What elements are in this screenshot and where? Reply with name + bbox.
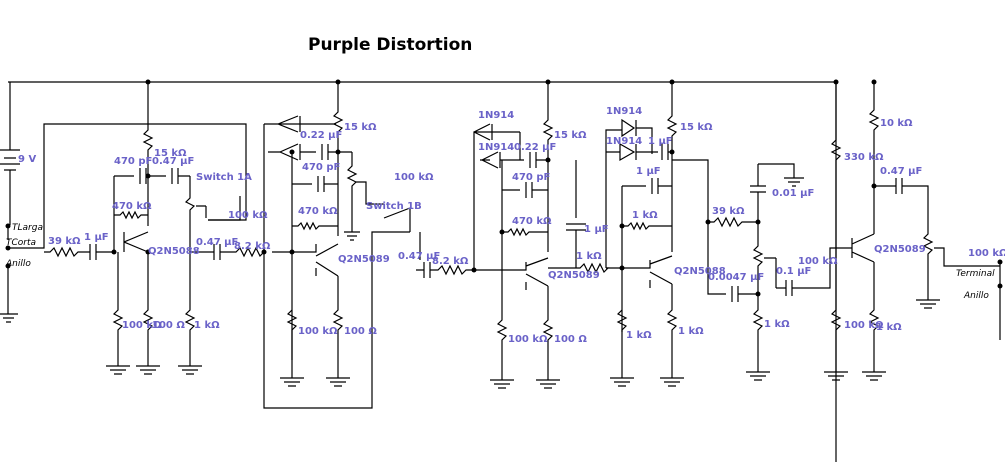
label-c-s2: 0.47 µF [398,251,440,262]
label-r-fb3: 470 kΩ [512,216,552,227]
label-c6: 470 pF [512,172,550,183]
label-c7: 1 µF [584,224,609,235]
label-q1: Q2N5088 [148,246,200,257]
jack-tcorta-label: TCorta [6,238,36,248]
label-r-b3: 100 kΩ [508,334,548,345]
diagram-title: Purple Distortion [308,35,472,55]
jack-tlarga-label: TLarga [12,223,43,233]
label-r-e1b: 100 Ω [152,320,185,331]
label-r-s1: 8.2 kΩ [234,241,271,252]
label-r-t2: 1 kΩ [764,319,790,330]
stage-4 [605,79,684,387]
label-r-e3: 100 Ω [554,334,587,345]
jack-terminal-label: Terminal [956,269,995,279]
label-c8: 1 µF [648,136,673,147]
label-c-out: 0.47 µF [880,166,922,177]
label-c4: 470 pF [302,162,340,173]
label-r-s2: 8.2 kΩ [432,256,469,267]
label-r-e2: 100 Ω [344,326,377,337]
label-d6: 1N914 [606,136,642,147]
label-r-fb2: 470 kΩ [298,206,338,217]
label-r-b5: 330 kΩ [844,152,884,163]
tone-stack [672,159,836,381]
label-r-c1: 15 kΩ [154,148,187,159]
label-r-c2: 15 kΩ [344,122,377,133]
stage-1 [44,79,265,375]
label-c-t2: 0.0047 µF [708,272,764,283]
label-c-s1: 0.47 µF [196,237,238,248]
label-c-in: 1 µF [84,232,109,243]
label-r-b4: 1 kΩ [626,330,652,341]
label-c-t1: 0.01 µF [772,188,814,199]
stage-2 [261,79,421,409]
label-r-s3: 1 kΩ [576,251,602,262]
label-c1: 470 pF [114,156,152,167]
label-switch1a: Switch 1A [196,172,252,183]
label-r-b2: 100 kΩ [298,326,338,337]
label-r-fb4: 1 kΩ [632,210,658,221]
battery-label: 9 V [18,154,36,165]
label-d4: 1N914 [478,142,514,153]
label-sw-r: 100 kΩ [228,210,268,221]
label-r-b6: 100 kΩ [844,320,884,331]
label-r-t1: 39 kΩ [712,206,745,217]
label-pot1: 1 kΩ [194,320,220,331]
label-q2: Q2N5089 [338,254,390,265]
output-stage [824,79,1003,381]
label-r-c5: 10 kΩ [880,118,913,129]
label-q5: Q2N5089 [874,244,926,255]
label-q3: Q2N5089 [548,270,600,281]
label-c5: 0.22 µF [514,142,556,153]
battery-symbol [0,149,20,171]
label-r-e1a: 100 kΩ [122,320,162,331]
jack-anillo-in-label: Anillo [5,259,31,269]
label-switch1b: Switch 1B [366,201,422,212]
label-c3: 0.22 µF [300,130,342,141]
label-r-e5: 1 kΩ [876,322,902,333]
stage-3 [416,79,610,389]
jack-anillo-out-label: Anillo [963,291,989,301]
label-pot2: 100 kΩ [394,172,434,183]
label-q4: Q2N5088 [674,266,726,277]
label-r-c4: 15 kΩ [680,122,713,133]
label-pot-t: 100 kΩ [798,256,838,267]
label-pot-vol: 100 kΩ [968,248,1005,259]
input-jack [0,123,247,323]
label-r-fb1: 470 kΩ [112,201,152,212]
label-r-in: 39 kΩ [48,236,81,247]
label-d3: 1N914 [478,110,514,121]
label-r-e4: 1 kΩ [678,326,704,337]
label-d5: 1N914 [606,106,642,117]
label-c-t3: 0.1 µF [776,266,811,277]
label-r-c3: 15 kΩ [554,130,587,141]
label-c2: 0.47 µF [152,156,194,167]
label-c9: 1 µF [636,166,661,177]
